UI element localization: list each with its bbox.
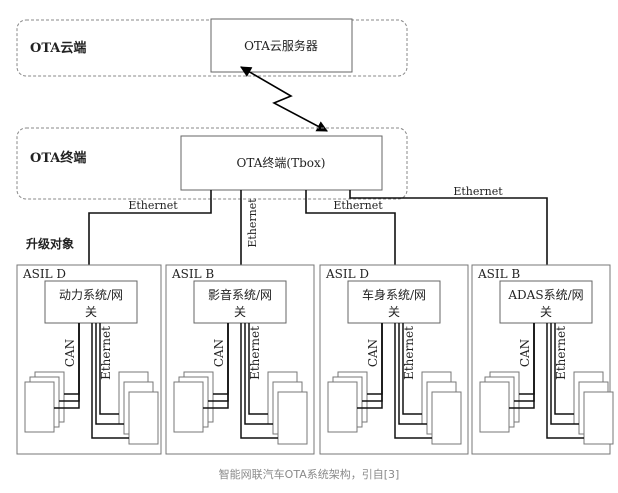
asil-level-label: ASIL B <box>171 267 214 281</box>
terminal-layer-boundary <box>16 127 408 200</box>
gateway-box <box>193 280 287 324</box>
gateway-box <box>499 280 593 324</box>
terminal-layer-label: OTA终端 <box>30 150 86 166</box>
wireless-link-arrow <box>240 66 328 132</box>
ethernet-bus-line <box>95 323 124 425</box>
domain-panel: ASIL D 动力系统/网关 CAN Ethernet <box>16 264 162 455</box>
ethernet-label: Ethernet <box>402 326 416 380</box>
tbox-box <box>180 135 383 191</box>
ethernet-link-3 <box>305 190 396 265</box>
can-bus-line <box>54 323 80 409</box>
can-bus-line <box>203 323 229 409</box>
gateway-label-line1: ADAS系统/网 <box>507 288 583 302</box>
ethernet-bus-line <box>394 323 432 439</box>
ethernet-bus-line <box>546 323 584 439</box>
asil-level-label: ASIL D <box>325 267 369 281</box>
can-ecu-node <box>173 381 204 433</box>
figure-caption: 智能网联汽车OTA系统架构，引自[3] <box>218 468 400 481</box>
ethernet-label: Ethernet <box>554 326 568 380</box>
ethernet-label: Ethernet <box>99 326 113 380</box>
cloud-server-label: OTA云服务器 <box>244 38 318 53</box>
asil-level-label: ASIL D <box>22 267 66 281</box>
cloud-layer-label: OTA云端 <box>30 40 86 56</box>
ethernet-ecu-node <box>431 391 462 445</box>
can-bus <box>54 323 80 409</box>
can-label: CAN <box>63 339 77 367</box>
ethernet-bus-line <box>99 323 119 415</box>
gateway-label-line2: 关 <box>85 305 97 319</box>
cloud-server-box <box>210 18 353 73</box>
ethernet-bus <box>394 323 432 439</box>
gateway-box <box>44 280 138 324</box>
can-bus <box>509 323 535 409</box>
can-label: CAN <box>518 339 532 367</box>
gateway-label-line2: 关 <box>234 305 246 319</box>
can-bus-line <box>357 323 383 409</box>
ethernet-bus-line <box>402 323 422 415</box>
ethernet-ecu-node <box>277 391 308 445</box>
domain-panel-border <box>165 264 315 455</box>
ethernet-bus-line <box>91 323 129 439</box>
ota-architecture-diagram: OTA云端 OTA云服务器 OTA终端 OTA终端(Tbox) Ethernet… <box>16 18 614 455</box>
ethernet-label-2: Ethernet <box>246 198 259 248</box>
can-ecu-node <box>479 381 510 433</box>
gateway-label-line1: 动力系统/网 <box>59 288 123 302</box>
ethernet-bus-line <box>244 323 273 425</box>
can-label: CAN <box>212 339 226 367</box>
ethernet-bus <box>240 323 278 439</box>
ethernet-bus-line <box>398 323 427 425</box>
ethernet-link-4 <box>349 190 548 265</box>
ethernet-bus-line <box>248 323 268 415</box>
can-ecu-node <box>24 381 55 433</box>
can-ecu-node <box>327 381 358 433</box>
ethernet-label-4: Ethernet <box>453 185 503 198</box>
domain-panel: ASIL B 影音系统/网关 CAN Ethernet <box>165 264 315 455</box>
domain-panel: ASIL D 车身系统/网关 CAN Ethernet <box>319 264 469 455</box>
ethernet-label: Ethernet <box>248 326 262 380</box>
ethernet-bus-line <box>550 323 579 425</box>
ethernet-bus <box>546 323 584 439</box>
can-label: CAN <box>366 339 380 367</box>
can-bus <box>203 323 229 409</box>
asil-level-label: ASIL B <box>477 267 520 281</box>
can-bus-line <box>509 323 535 409</box>
ethernet-bus <box>91 323 129 439</box>
gateway-label-line1: 车身系统/网 <box>362 287 426 302</box>
domain-panel: ASIL B ADAS系统/网关 CAN Ethernet <box>471 264 614 455</box>
gateway-label-line2: 关 <box>388 305 400 319</box>
ethernet-bus-line <box>240 323 278 439</box>
gateway-box <box>347 280 441 324</box>
ethernet-ecu-node <box>128 391 159 445</box>
can-bus <box>357 323 383 409</box>
gateway-label-line2: 关 <box>540 305 552 319</box>
domain-panel-border <box>471 264 611 455</box>
tbox-label: OTA终端(Tbox) <box>237 155 326 170</box>
ethernet-label-1: Ethernet <box>128 199 178 212</box>
upgrade-targets-label: 升级对象 <box>26 236 74 251</box>
ethernet-label-3: Ethernet <box>333 199 383 212</box>
ethernet-ecu-node <box>583 391 614 445</box>
domain-panel-border <box>319 264 469 455</box>
gateway-label-line1: 影音系统/网 <box>208 287 272 302</box>
ethernet-bus-line <box>554 323 574 415</box>
ethernet-link-1 <box>88 190 212 265</box>
domain-panel-border <box>16 264 162 455</box>
